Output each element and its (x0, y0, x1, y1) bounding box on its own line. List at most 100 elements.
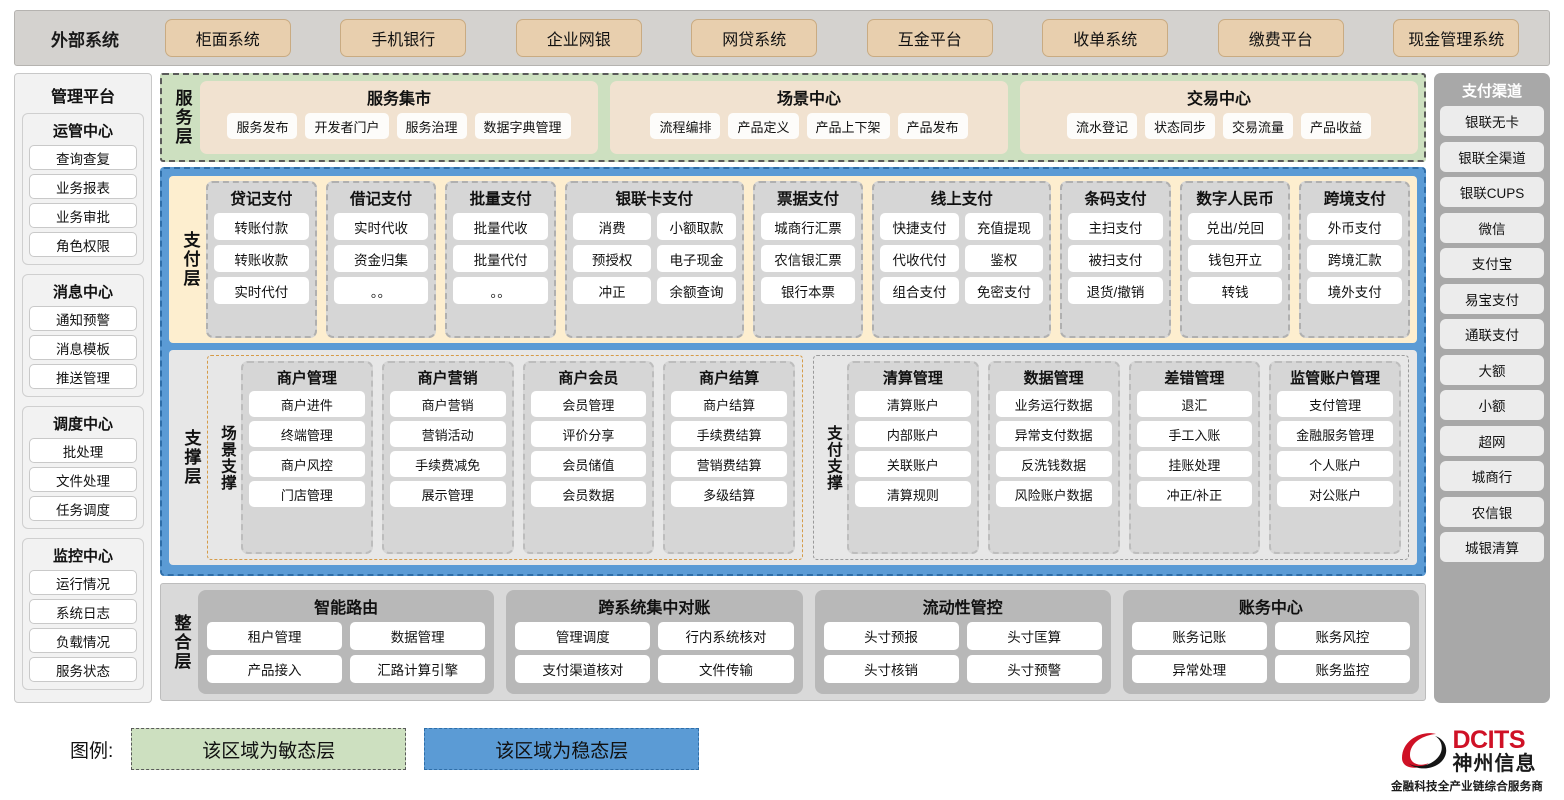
payment-item[interactable]: 小额取款 (657, 213, 736, 240)
support-item[interactable]: 评价分享 (530, 421, 647, 447)
management-item[interactable]: 角色权限 (29, 232, 137, 257)
integration-item[interactable]: 账务监控 (1274, 655, 1410, 683)
integration-item[interactable]: 租户管理 (207, 622, 343, 650)
management-item[interactable]: 业务审批 (29, 203, 137, 228)
payment-item[interactable]: 组合支付 (880, 277, 959, 304)
payment-item[interactable]: 资金归集 (333, 245, 429, 272)
payment-item[interactable]: 批量代收 (453, 213, 548, 240)
payment-item[interactable]: 银行本票 (760, 277, 856, 304)
support-item[interactable]: 退汇 (1136, 391, 1253, 417)
support-item[interactable]: 对公账户 (1277, 481, 1393, 507)
payment-channel-item[interactable]: 微信 (1440, 212, 1544, 243)
payment-item[interactable]: 主扫支付 (1068, 213, 1163, 240)
payment-item[interactable]: 鉴权 (964, 245, 1044, 272)
service-item[interactable]: 服务发布 (227, 113, 298, 139)
management-item[interactable]: 任务调度 (29, 496, 137, 521)
management-item[interactable]: 批处理 (29, 438, 137, 463)
service-item[interactable]: 开发者门户 (305, 113, 389, 139)
payment-item[interactable]: 转钱 (1187, 277, 1283, 304)
support-item[interactable]: 业务运行数据 (995, 391, 1112, 417)
service-item[interactable]: 服务治理 (396, 113, 467, 139)
payment-item[interactable]: 外币支付 (1307, 213, 1403, 240)
payment-item[interactable]: 消费 (572, 213, 652, 240)
payment-channel-item[interactable]: 大额 (1440, 354, 1544, 385)
payment-item[interactable]: 冲正 (572, 277, 652, 304)
service-item[interactable]: 产品定义 (728, 113, 799, 139)
support-item[interactable]: 多级结算 (671, 481, 787, 507)
integration-item[interactable]: 行内系统核对 (658, 622, 794, 650)
support-item[interactable]: 挂账处理 (1136, 451, 1253, 477)
external-system-chip[interactable]: 缴费平台 (1217, 19, 1344, 57)
support-item[interactable]: 风险账户数据 (995, 481, 1112, 507)
payment-channel-item[interactable]: 城商行 (1440, 461, 1544, 491)
payment-channel-item[interactable]: 银联全渠道 (1440, 141, 1544, 172)
management-item[interactable]: 推送管理 (29, 364, 137, 389)
support-item[interactable]: 手续费结算 (671, 421, 787, 447)
support-item[interactable]: 清算账户 (855, 391, 971, 417)
integration-item[interactable]: 汇路计算引擎 (350, 655, 486, 683)
support-item[interactable]: 手工入账 (1136, 421, 1253, 447)
support-item[interactable]: 门店管理 (249, 481, 365, 507)
integration-item[interactable]: 头寸预报 (823, 622, 959, 650)
payment-item[interactable]: 转账付款 (214, 213, 309, 240)
integration-item[interactable]: 头寸匡算 (966, 622, 1102, 650)
payment-item[interactable]: 快捷支付 (880, 213, 959, 240)
payment-item[interactable]: 退货/撤销 (1068, 277, 1163, 304)
payment-item[interactable]: 免密支付 (964, 277, 1044, 304)
payment-item[interactable]: 兑出/兑回 (1187, 213, 1283, 240)
support-item[interactable]: 会员管理 (530, 391, 647, 417)
payment-item[interactable]: 被扫支付 (1068, 245, 1163, 272)
management-item[interactable]: 系统日志 (29, 599, 137, 624)
payment-item[interactable]: 余额查询 (657, 277, 736, 304)
support-item[interactable]: 个人账户 (1277, 451, 1393, 477)
payment-channel-item[interactable]: 银联无卡 (1440, 106, 1544, 136)
management-item[interactable]: 运行情况 (29, 570, 137, 595)
payment-channel-item[interactable]: 通联支付 (1440, 319, 1544, 349)
integration-item[interactable]: 头寸核销 (823, 655, 959, 683)
support-item[interactable]: 内部账户 (855, 421, 971, 447)
management-item[interactable]: 负载情况 (29, 628, 137, 653)
support-item[interactable]: 商户风控 (249, 451, 365, 477)
service-item[interactable]: 产品上下架 (806, 113, 890, 139)
service-item[interactable]: 流水登记 (1066, 113, 1137, 139)
payment-item[interactable]: 实时代收 (333, 213, 429, 240)
support-item[interactable]: 冲正/补正 (1136, 481, 1253, 507)
external-system-chip[interactable]: 企业网银 (515, 19, 642, 57)
external-system-chip[interactable]: 互金平台 (866, 19, 993, 57)
support-item[interactable]: 异常支付数据 (995, 421, 1112, 447)
management-item[interactable]: 通知预警 (29, 306, 137, 331)
support-item[interactable]: 反洗钱数据 (995, 451, 1112, 477)
payment-item[interactable]: 批量代付 (453, 245, 548, 272)
management-item[interactable]: 服务状态 (29, 657, 137, 682)
management-item[interactable]: 消息模板 (29, 335, 137, 360)
support-item[interactable]: 营销费结算 (671, 451, 787, 477)
external-system-chip[interactable]: 手机银行 (340, 19, 467, 57)
integration-item[interactable]: 账务风控 (1274, 622, 1410, 650)
payment-channel-item[interactable]: 银联CUPS (1440, 177, 1544, 207)
support-item[interactable]: 会员储值 (530, 451, 647, 477)
external-system-chip[interactable]: 现金管理系统 (1393, 19, 1520, 57)
service-item[interactable]: 数据字典管理 (474, 113, 571, 139)
payment-item[interactable]: 预授权 (572, 245, 652, 272)
support-item[interactable]: 手续费减免 (389, 451, 506, 477)
payment-item[interactable]: 境外支付 (1307, 277, 1403, 304)
payment-item[interactable]: 钱包开立 (1187, 245, 1283, 272)
integration-item[interactable]: 账务记账 (1131, 622, 1267, 650)
support-item[interactable]: 商户进件 (249, 391, 365, 417)
integration-item[interactable]: 支付渠道核对 (515, 655, 651, 683)
payment-channel-item[interactable]: 城银清算 (1440, 532, 1544, 562)
integration-item[interactable]: 文件传输 (658, 655, 794, 683)
payment-channel-item[interactable]: 小额 (1440, 390, 1544, 420)
payment-channel-item[interactable]: 超网 (1440, 425, 1544, 456)
support-item[interactable]: 会员数据 (530, 481, 647, 507)
integration-item[interactable]: 头寸预警 (966, 655, 1102, 683)
service-item[interactable]: 交易流量 (1223, 113, 1294, 139)
payment-item[interactable]: 转账收款 (214, 245, 309, 272)
payment-item[interactable]: 。。 (333, 277, 429, 304)
service-item[interactable]: 产品收益 (1301, 113, 1372, 139)
payment-item[interactable]: 电子现金 (657, 245, 736, 272)
payment-channel-item[interactable]: 易宝支付 (1440, 283, 1544, 314)
payment-item[interactable]: 。。 (453, 277, 548, 304)
payment-channel-item[interactable]: 支付宝 (1440, 248, 1544, 278)
service-item[interactable]: 状态同步 (1144, 113, 1215, 139)
